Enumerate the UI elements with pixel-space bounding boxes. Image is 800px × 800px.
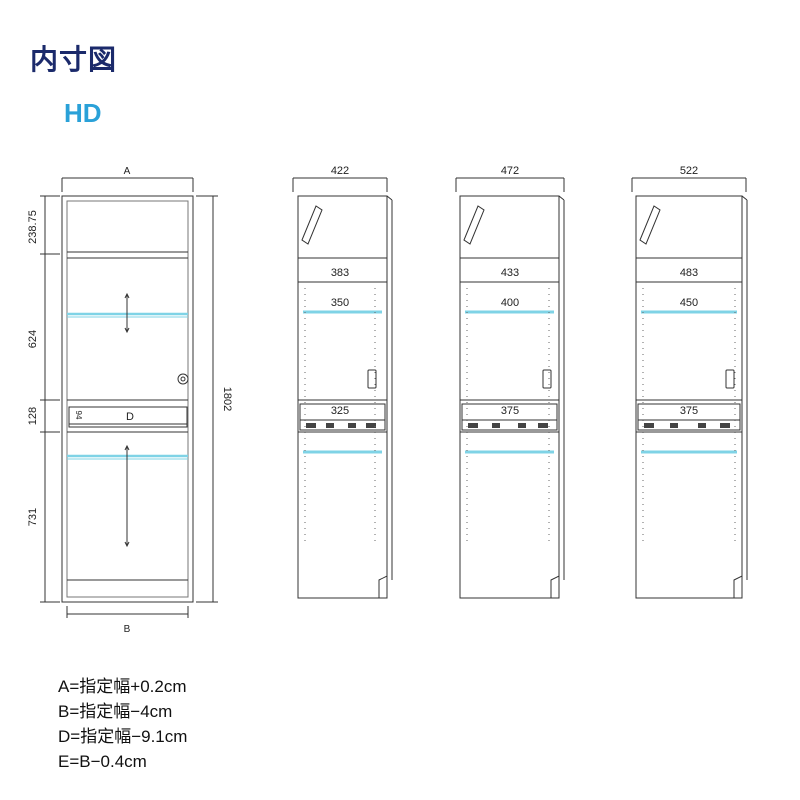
drawer-width-2: 375 bbox=[501, 405, 519, 417]
variant-cabinet-3: 522 483 450 375 bbox=[631, 165, 748, 599]
dim-label-b: B bbox=[124, 624, 131, 635]
note-e: E=B−0.4cm bbox=[58, 752, 147, 771]
shelf-width-2: 400 bbox=[501, 297, 519, 309]
main-cabinet bbox=[40, 177, 218, 618]
cabinet-outline bbox=[61, 195, 194, 603]
section-height-2: 624 bbox=[27, 330, 39, 348]
variant-cabinet-2: 472 433 400 375 bbox=[455, 165, 565, 599]
dimension-notes: A=指定幅+0.2cm B=指定幅−4cm D=指定幅−9.1cm E=B−0.… bbox=[58, 674, 187, 774]
variant-cabinet-1: 422 383 350 325 bbox=[292, 165, 393, 599]
inner-width-2: 433 bbox=[501, 267, 519, 279]
model-label: HD bbox=[64, 98, 102, 128]
shelf-width-3: 450 bbox=[680, 297, 698, 309]
dim-label-a: A bbox=[124, 166, 131, 177]
outer-width-1: 422 bbox=[331, 165, 349, 177]
drawer-width-1: 325 bbox=[331, 405, 349, 417]
note-b: B=指定幅−4cm bbox=[58, 702, 173, 721]
section-height-1: 238.75 bbox=[27, 210, 39, 244]
drawer-outline bbox=[68, 406, 188, 428]
drawer-width-3: 375 bbox=[680, 405, 698, 417]
drawer-label-d: D bbox=[126, 411, 134, 423]
lock-icon bbox=[177, 373, 189, 385]
outer-width-2: 472 bbox=[501, 165, 519, 177]
section-height-3: 128 bbox=[27, 407, 39, 425]
inner-width-1: 383 bbox=[331, 267, 349, 279]
note-a: A=指定幅+0.2cm bbox=[58, 677, 187, 696]
page-title: 内寸図 bbox=[30, 43, 118, 76]
note-d: D=指定幅−9.1cm bbox=[58, 727, 188, 746]
shelf-width-1: 350 bbox=[331, 297, 349, 309]
outer-width-3: 522 bbox=[680, 165, 698, 177]
height-total: 1802 bbox=[221, 387, 233, 411]
inner-width-3: 483 bbox=[680, 267, 698, 279]
drawer-small-label: 94 bbox=[74, 411, 83, 420]
section-height-4: 731 bbox=[27, 508, 39, 526]
